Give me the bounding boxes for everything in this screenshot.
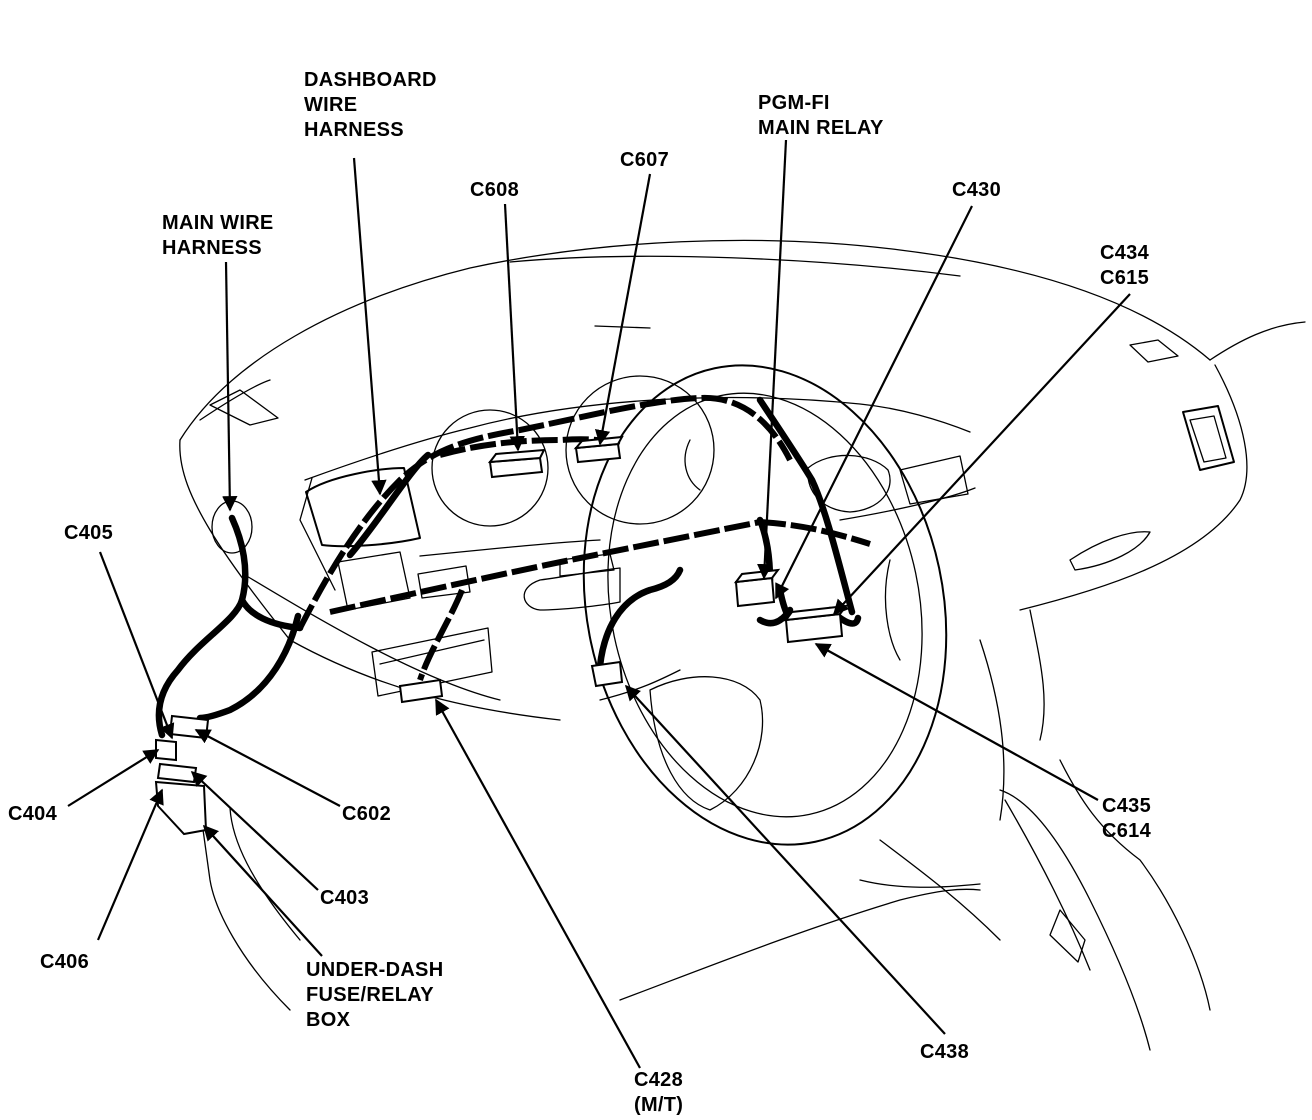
label-c430: C430 (952, 179, 1002, 201)
label-c607: C607 (620, 149, 670, 171)
label-c602: C602 (342, 803, 392, 825)
label-c434-c615: C434 C615 (1100, 242, 1150, 289)
label-c435-c614: C435 C614 (1102, 795, 1152, 842)
wire-harnesses (155, 394, 871, 739)
label-c428-mt: C428 (M/T) (634, 1069, 684, 1116)
connector-c438 (590, 660, 624, 688)
label-c404: C404 (8, 803, 58, 825)
under-dash-fuse-box (154, 780, 208, 836)
label-c608: C608 (470, 179, 520, 201)
label-pgm-fi-main-relay: PGM-FI MAIN RELAY (758, 92, 884, 139)
connector-c403 (156, 762, 198, 784)
connector-c428 (398, 678, 444, 704)
steering-wheel (582, 364, 948, 846)
label-under-dash-fuse-relay-box: UNDER-DASH FUSE/RELAY BOX (306, 959, 444, 1031)
connector-c602 (168, 714, 210, 740)
label-dashboard-wire-harness: DASHBOARD WIRE HARNESS (304, 69, 437, 141)
dashboard-outline (179, 239, 1306, 1051)
connectors (154, 435, 849, 836)
label-c403: C403 (320, 887, 370, 909)
label-c405: C405 (64, 522, 114, 544)
leader-lines (67, 139, 1131, 1069)
label-main-wire-harness: MAIN WIRE HARNESS (162, 212, 274, 259)
label-c406: C406 (40, 951, 90, 973)
label-c438: C438 (920, 1041, 970, 1063)
